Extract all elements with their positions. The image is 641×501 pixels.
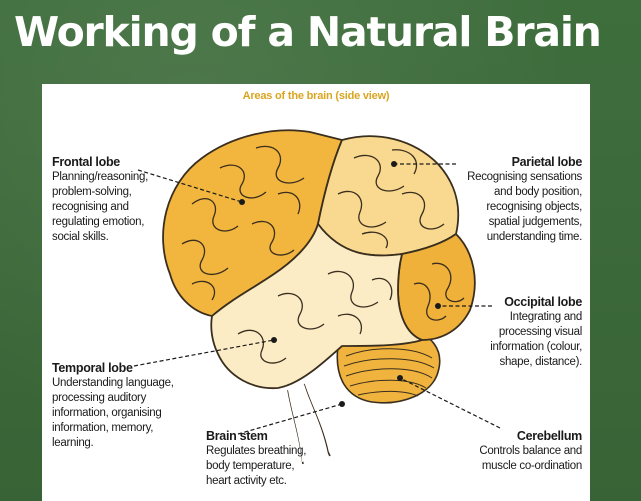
brain-diagram-panel: Areas of the brain (side view) Frontal l… [42, 84, 590, 501]
diagram-caption: Areas of the brain (side view) [42, 90, 590, 102]
frontal-lobe-description: Planning/reasoning, problem-solving, rec… [52, 170, 192, 245]
parietal-lobe-description: Recognising sensations and body position… [440, 170, 582, 245]
occipital-lobe-description: Integrating and processing visual inform… [462, 310, 582, 370]
brain-stem-label: Brain stem Regulates breathing, body tem… [206, 428, 346, 489]
temporal-lobe-title: Temporal lobe [52, 360, 202, 376]
occipital-lobe-title: Occipital lobe [462, 294, 582, 310]
cerebellum-label: Cerebellum Controls balance and muscle c… [442, 428, 582, 474]
slide-title: Working of a Natural Brain [14, 12, 601, 53]
parietal-lobe-shape [318, 136, 458, 255]
temporal-lobe-description: Understanding language, processing audit… [52, 376, 202, 451]
parietal-lobe-title: Parietal lobe [440, 154, 582, 170]
temporal-lobe-label: Temporal lobe Understanding language, pr… [52, 360, 202, 451]
parietal-lobe-label: Parietal lobe Recognising sensations and… [440, 154, 582, 245]
frontal-lobe-label: Frontal lobe Planning/reasoning, problem… [52, 154, 192, 245]
frontal-lobe-title: Frontal lobe [52, 154, 192, 170]
cerebellum-title: Cerebellum [442, 428, 582, 444]
cerebellum-description: Controls balance and muscle co-ordinatio… [442, 444, 582, 474]
brain-stem-title: Brain stem [206, 428, 346, 444]
brain-stem-description: Regulates breathing, body temperature, h… [206, 444, 346, 489]
occipital-lobe-label: Occipital lobe Integrating and processin… [462, 294, 582, 370]
